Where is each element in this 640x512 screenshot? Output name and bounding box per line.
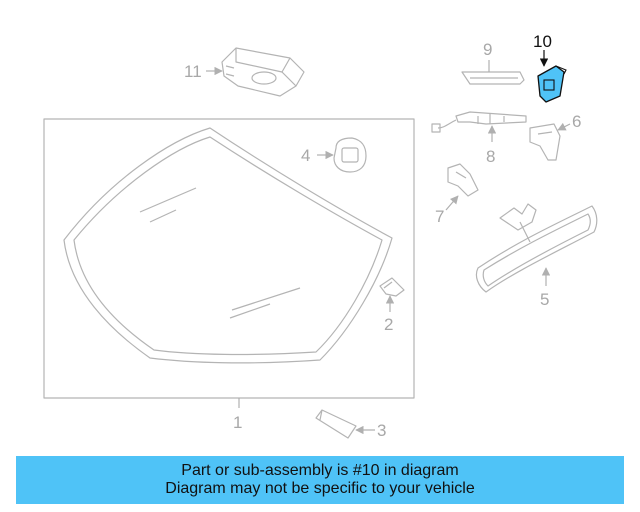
parts-diagram: 1 2 3 4 5 6 7 [43,32,598,440]
part-6-cover[interactable] [529,123,561,161]
callout-4: 4 [301,146,310,165]
banner-line-1: Part or sub-assembly is #10 in diagram [181,462,459,479]
callout-5: 5 [540,290,549,309]
part-8-bracket[interactable] [431,111,527,133]
part-9-trim[interactable] [461,71,525,85]
part-4-bracket[interactable] [333,137,367,173]
part-2-clip[interactable] [379,277,405,297]
callout-9: 9 [483,40,492,59]
callout-11: 11 [184,62,202,81]
part-5-mirror[interactable] [475,203,598,293]
callout-2: 2 [384,315,393,334]
part-10-bracket[interactable] [537,65,567,103]
callout-3: 3 [377,421,386,440]
windshield-glass-outer [63,127,393,364]
part-3-wedge[interactable] [315,409,357,439]
callout-6: 6 [572,112,581,131]
windshield[interactable] [43,118,415,399]
banner-line-2: Diagram may not be specific to your vehi… [165,480,475,497]
part-11-module[interactable] [221,47,305,97]
callout-7: 7 [435,207,444,226]
callout-10: 10 [533,32,552,51]
windshield-glass-inner [73,136,383,356]
part-7-cover[interactable] [447,163,479,197]
info-banner: Part or sub-assembly is #10 in diagram D… [16,456,624,504]
callout-1: 1 [233,413,242,432]
callout-8: 8 [486,147,495,166]
